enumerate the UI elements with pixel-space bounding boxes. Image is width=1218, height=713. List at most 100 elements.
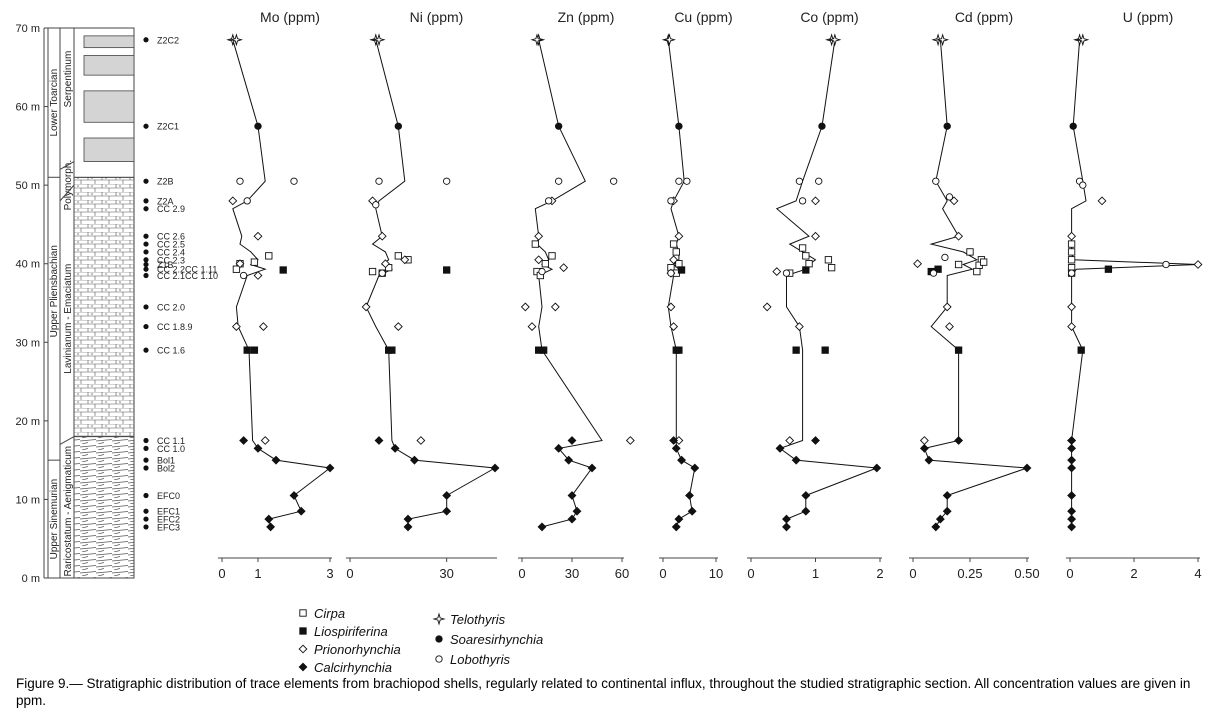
legend-marker-icon [299, 609, 307, 617]
panel-title: Zn (ppm) [558, 9, 615, 25]
zone-label: Polymorph. [63, 160, 74, 211]
depth-tick-label: 30 m [16, 337, 40, 349]
legend-label: Cirpa [314, 605, 346, 621]
point-prionorhynchia [534, 255, 544, 265]
point-calcirhynchia [1067, 443, 1077, 453]
point-calcirhynchia [325, 463, 335, 473]
sample-name: Z2B [157, 177, 174, 187]
mean-line [232, 39, 332, 528]
legend-label: Liospiriferina [314, 623, 388, 639]
point-cirpa [672, 248, 680, 256]
depth-tick-label: 20 m [16, 416, 40, 428]
x-tick-label: 0 [218, 566, 225, 581]
point-lobothyris [545, 197, 553, 205]
point-calcirhynchia [1067, 436, 1077, 445]
sample-dot [143, 323, 149, 330]
point-liospiriferina [1104, 265, 1113, 273]
legend-label: Telothyris [450, 611, 506, 627]
zone-boundary [59, 161, 75, 170]
sample-name: CC 2.6 [157, 232, 185, 242]
point-calcirhynchia [685, 491, 694, 500]
point-prionorhynchia [258, 322, 268, 332]
point-telothyris [530, 33, 544, 47]
point-calcirhynchia [801, 506, 811, 516]
point-prionorhynchia [253, 231, 263, 241]
zone-label: Raricostatum - Aenigmaticum [63, 446, 74, 577]
sample-name: Z2C2 [157, 35, 179, 45]
point-cirpa [368, 267, 377, 276]
sample-name: CC 1.0 [157, 444, 185, 454]
sample-name: CC 1.1 [157, 436, 185, 446]
x-tick-label: 30 [565, 566, 579, 581]
zone-boundary [59, 436, 75, 445]
point-prionorhynchia [260, 436, 270, 445]
point-lobothyris [795, 177, 804, 185]
point-prionorhynchia [954, 231, 964, 241]
point-lobothyris [243, 197, 251, 205]
panel-title: Cd (ppm) [955, 9, 1013, 25]
point-prionorhynchia [942, 302, 952, 312]
sample-name: CC 1.8.9 [157, 322, 193, 332]
point-prionorhynchia [416, 436, 426, 445]
sample-name: CC 2.9 [157, 204, 185, 214]
point-liospiriferina [802, 266, 810, 274]
point-lobothyris [1162, 260, 1170, 269]
point-cirpa [1067, 248, 1076, 256]
sample-dot [143, 465, 149, 471]
point-calcirhynchia [410, 455, 419, 465]
sample-dot [143, 249, 149, 255]
sample-name: CC 1.11 [185, 265, 217, 275]
point-soaresirhynchia [555, 122, 563, 130]
point-lobothyris [675, 177, 683, 185]
point-telothyris [229, 33, 243, 47]
point-lobothyris [945, 193, 954, 201]
point-calcirhynchia [554, 443, 564, 453]
sample-name: CC 1.10 [185, 271, 218, 281]
point-prionorhynchia [785, 436, 795, 445]
point-cirpa [675, 260, 683, 268]
point-prionorhynchia [559, 263, 569, 273]
sample-name: CC 2.4 [157, 247, 185, 257]
x-tick-label: 0.50 [1014, 566, 1039, 581]
point-cirpa [798, 244, 807, 252]
legend-marker [299, 627, 307, 635]
point-cirpa [805, 260, 813, 268]
point-calcirhynchia [289, 491, 299, 500]
sample-name: Z2C1 [157, 122, 179, 132]
mean-line [667, 39, 696, 528]
legend-item-soaresirhynchia: Soaresirhynchia [432, 630, 543, 648]
legend-item-lobothyris: Lobothyris [432, 650, 510, 668]
point-calcirhynchia [490, 463, 500, 473]
point-prionorhynchia [772, 267, 782, 277]
point-prionorhynchia [393, 322, 403, 332]
x-tick-label: 0 [518, 566, 525, 581]
point-calcirhynchia [782, 522, 791, 532]
point-calcirhynchia [239, 436, 249, 445]
legend-label: Lobothyris [450, 651, 510, 667]
point-calcirhynchia [872, 463, 882, 473]
point-calcirhynchia [567, 491, 577, 500]
point-lobothyris [555, 177, 563, 185]
point-liospiriferina [250, 346, 259, 354]
point-lobothyris [443, 177, 451, 185]
point-calcirhynchia [671, 443, 681, 453]
point-prionorhynchia [794, 322, 804, 332]
x-tick-label: 1 [254, 566, 261, 581]
point-calcirhynchia [954, 436, 964, 445]
lithology-middle [73, 176, 135, 438]
point-prionorhynchia [520, 302, 530, 312]
legend-item-telothyris: Telothyris [432, 610, 505, 628]
point-calcirhynchia [935, 514, 945, 524]
point-prionorhynchia [913, 259, 922, 269]
depth-tick-label: 40 m [16, 259, 40, 271]
sample-dot [143, 492, 149, 499]
depth-tick-label: 60 m [16, 102, 40, 114]
x-tick-label: 30 [439, 566, 453, 581]
point-soaresirhynchia [1069, 122, 1077, 130]
point-cirpa [802, 252, 810, 260]
shale-bed [83, 90, 135, 123]
